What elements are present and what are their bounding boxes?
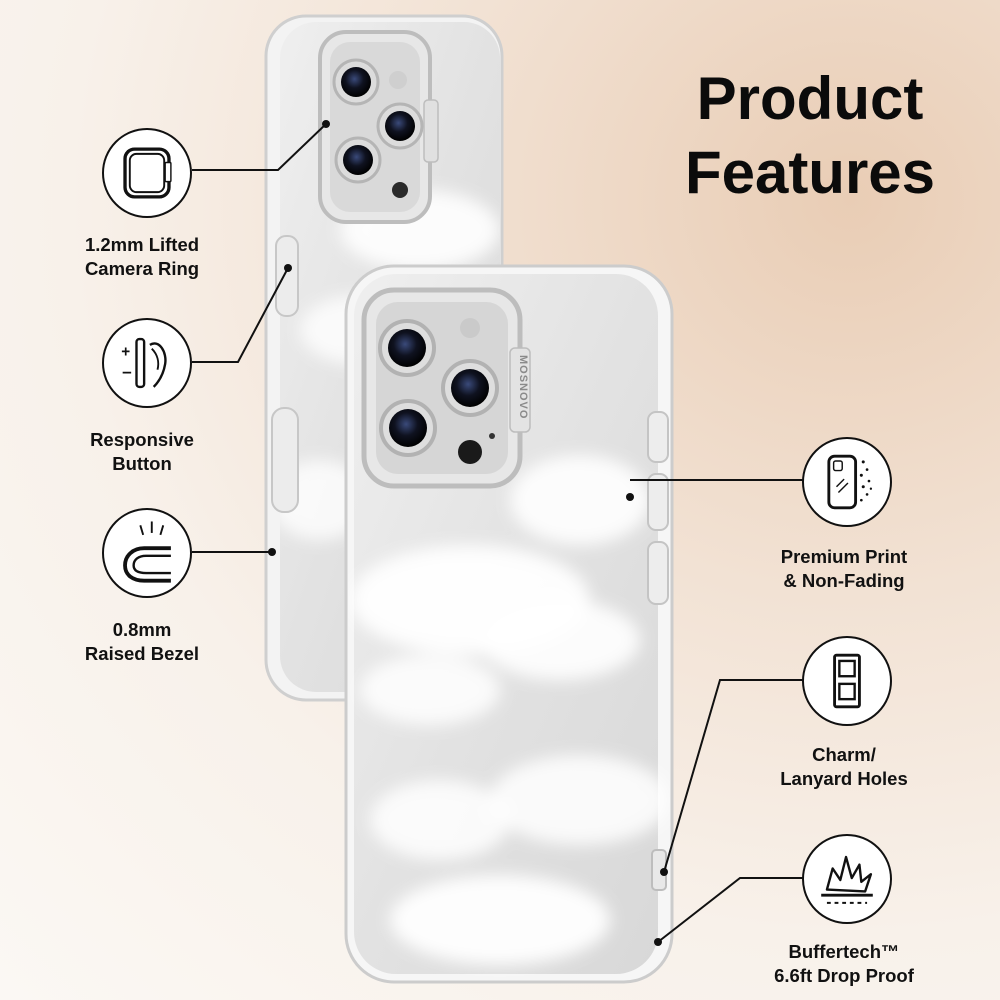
leader-dots bbox=[268, 120, 668, 946]
side-button-icon: + – bbox=[102, 318, 192, 408]
feature-charm-line2: Lanyard Holes bbox=[780, 768, 908, 789]
front-phone: MOSNOVO bbox=[344, 264, 674, 984]
title-line-2: Features bbox=[684, 139, 936, 206]
lanyard-hole-icon bbox=[802, 636, 892, 726]
leader-lines bbox=[192, 123, 806, 943]
feature-drop: Buffertech™ 6.6ft Drop Proof bbox=[744, 940, 944, 988]
feature-bezel: 0.8mm Raised Bezel bbox=[42, 618, 242, 666]
feature-drop-line1: Buffertech™ bbox=[788, 941, 900, 962]
feature-bezel-line2: Raised Bezel bbox=[84, 643, 200, 664]
title-line-1: Product bbox=[696, 65, 924, 132]
phone-sparkle-icon bbox=[802, 437, 892, 527]
feature-charm: Charm/ Lanyard Holes bbox=[744, 743, 944, 791]
feature-camera-ring-line2: Camera Ring bbox=[84, 258, 200, 279]
feature-button-line2: Button bbox=[112, 453, 172, 474]
impact-burst-icon bbox=[802, 834, 892, 924]
svg-text:+: + bbox=[121, 343, 130, 360]
page-title: Product Features bbox=[640, 62, 980, 210]
feature-bezel-line1: 0.8mm bbox=[112, 619, 172, 640]
feature-button: Responsive Button bbox=[42, 428, 242, 476]
camera-ring-icon bbox=[102, 128, 192, 218]
feature-drop-line2: 6.6ft Drop Proof bbox=[774, 965, 914, 986]
feature-print-line2: & Non-Fading bbox=[783, 570, 905, 591]
raised-bezel-icon bbox=[102, 508, 192, 598]
svg-text:–: – bbox=[122, 361, 132, 381]
feature-charm-line1: Charm/ bbox=[812, 744, 876, 765]
feature-print: Premium Print & Non-Fading bbox=[744, 545, 944, 593]
feature-camera-ring-line1: 1.2mm Lifted bbox=[84, 234, 200, 255]
feature-print-line1: Premium Print bbox=[780, 546, 908, 567]
feature-button-line1: Responsive bbox=[90, 429, 194, 450]
feature-camera-ring: 1.2mm Lifted Camera Ring bbox=[42, 233, 242, 281]
brand-mark: MOSNOVO bbox=[517, 355, 529, 419]
